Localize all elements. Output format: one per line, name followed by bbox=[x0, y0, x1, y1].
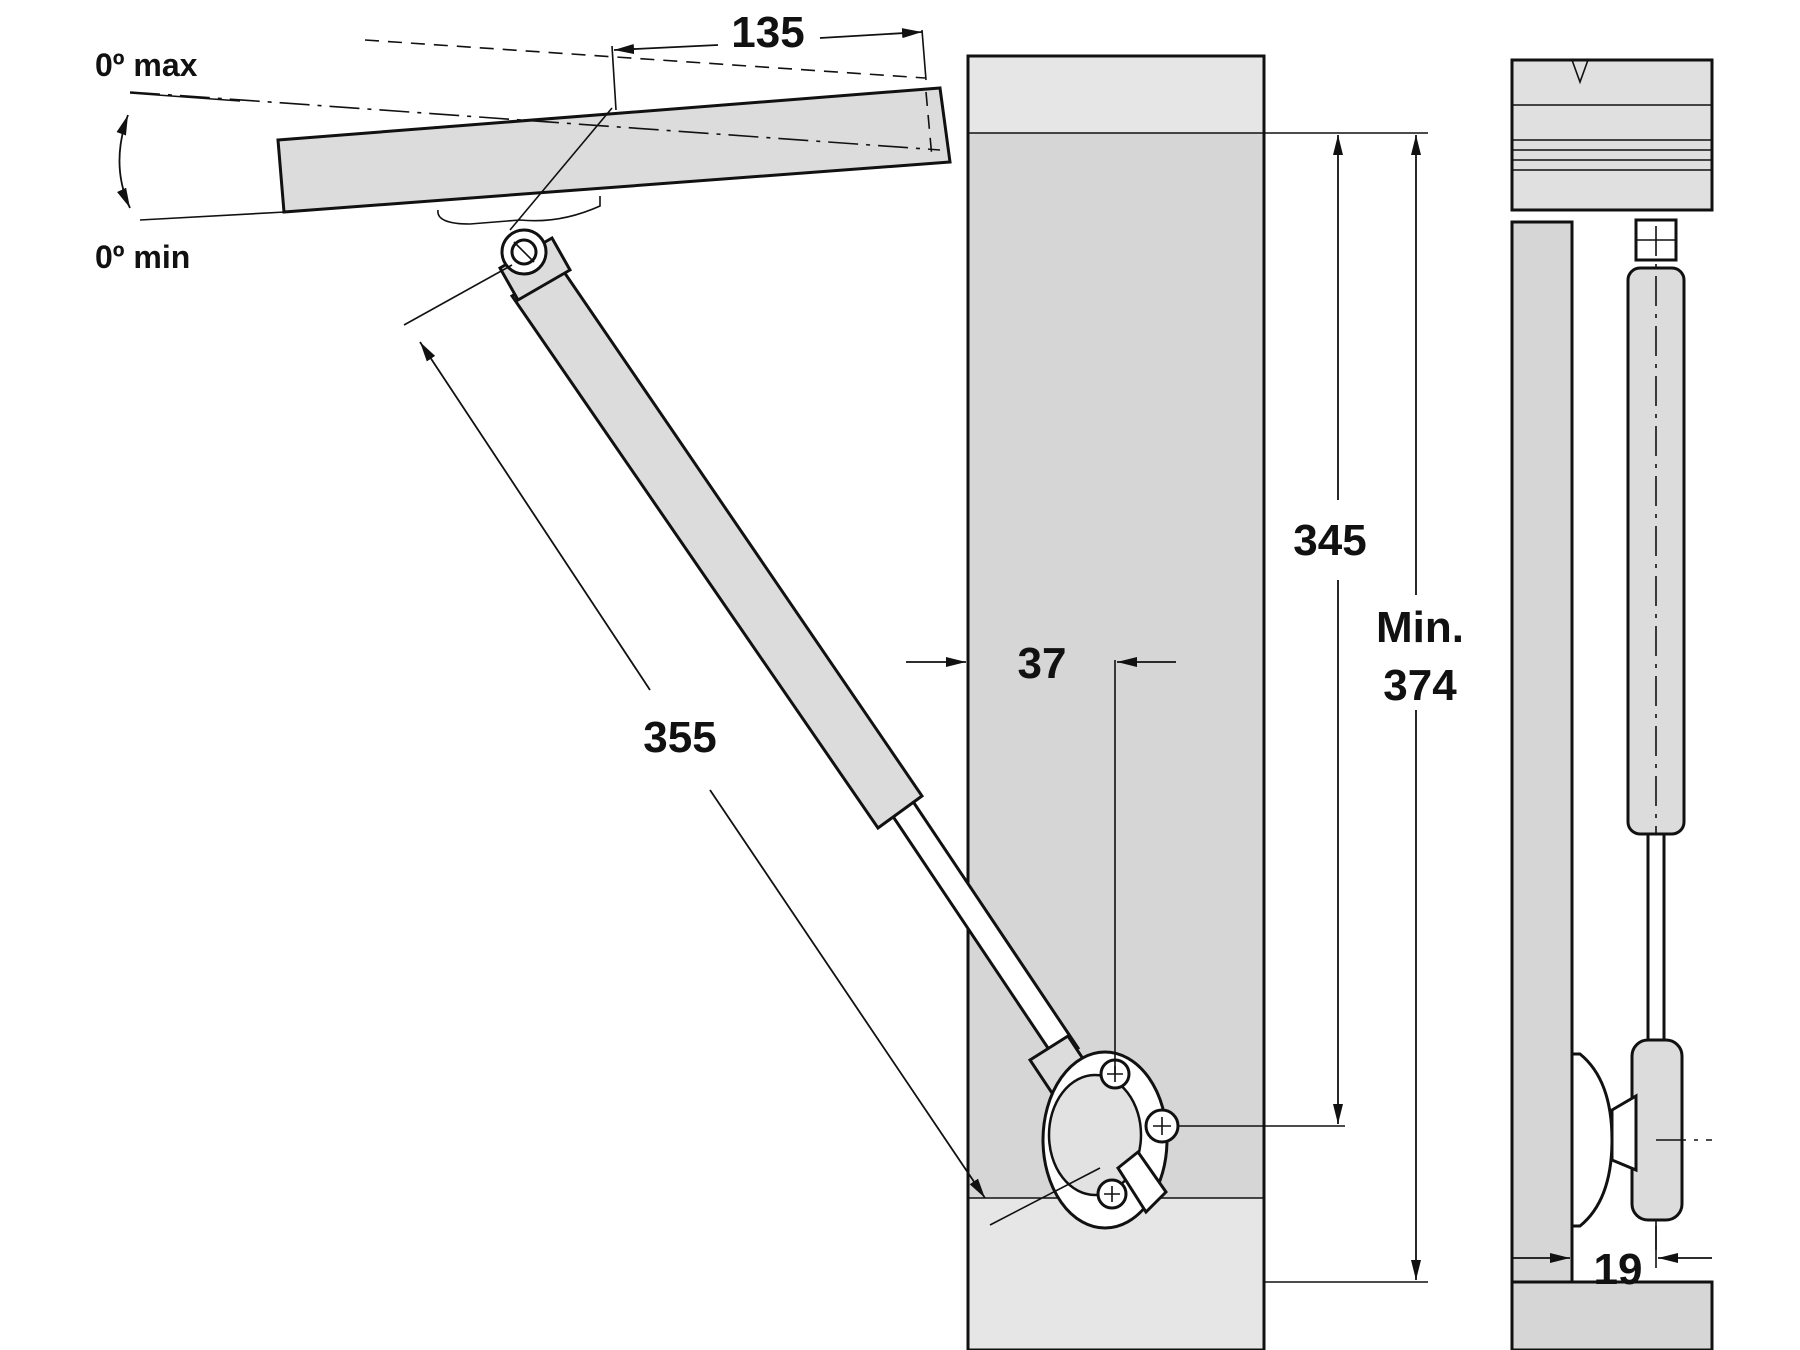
gas-strut bbox=[437, 107, 1180, 1230]
dim-355: 355 bbox=[403, 264, 1101, 1226]
dim-135-label: 135 bbox=[731, 8, 804, 57]
dim-374-label-line2: 374 bbox=[1383, 661, 1457, 710]
side-view-base bbox=[1510, 1280, 1714, 1350]
side-view bbox=[1510, 58, 1714, 1350]
dim-19: 19 bbox=[1512, 1139, 1712, 1294]
angle-min-label: 0º min bbox=[95, 239, 190, 275]
dim-374: Min. 374 bbox=[1264, 135, 1464, 1283]
strut-end-pin bbox=[1116, 1149, 1168, 1215]
angle-max-label: 0º max bbox=[95, 47, 198, 83]
dim-19-label: 19 bbox=[1594, 1245, 1643, 1294]
max-angle-extension bbox=[364, 39, 926, 79]
dim-345-label: 345 bbox=[1293, 516, 1366, 565]
side-piston-rod bbox=[1646, 832, 1666, 1058]
strut-cylinder bbox=[509, 263, 925, 831]
cabinet-side-panel bbox=[966, 54, 1266, 1350]
side-view-flap bbox=[1510, 58, 1714, 212]
max-angle-line bbox=[129, 91, 941, 151]
side-bottom-fitting bbox=[1630, 1038, 1684, 1222]
side-mounting-plate bbox=[1570, 1052, 1614, 1228]
flap-bracket bbox=[437, 196, 601, 225]
dim-345: 345 bbox=[1178, 132, 1428, 1127]
dim-37-label: 37 bbox=[1018, 639, 1067, 688]
dim-355-label: 355 bbox=[643, 713, 716, 762]
dim-135: 135 bbox=[611, 8, 927, 111]
dim-37: 37 bbox=[906, 639, 1176, 1074]
dim-374-label-line1: Min. bbox=[1376, 603, 1464, 652]
dim-angle: 0º max 0º min bbox=[95, 47, 286, 275]
flap-lid bbox=[129, 39, 952, 214]
side-view-panel bbox=[1510, 220, 1574, 1350]
